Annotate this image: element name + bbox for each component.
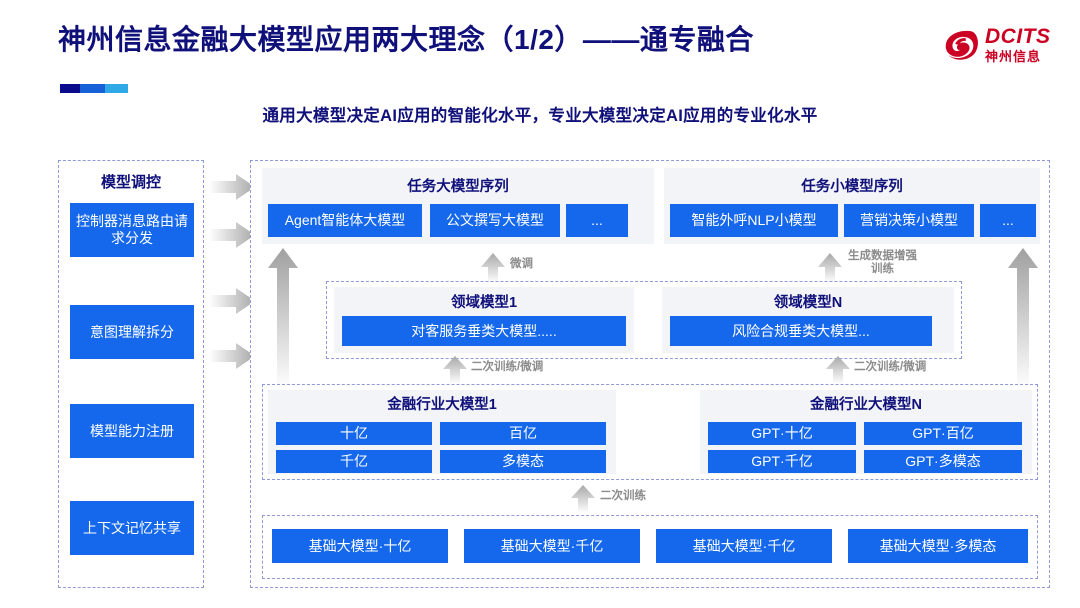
chip-industryn-gpt-hundred-billion[interactable]: GPT·千亿 <box>708 450 856 473</box>
company-logo: DCITS 神州信息 <box>942 20 1066 68</box>
chip-official-doc-model[interactable]: 公文撰写大模型 <box>430 204 560 237</box>
flow-arrow-up-retrain-left <box>443 356 467 384</box>
page-subtitle: 通用大模型决定AI应用的智能化水平，专业大模型决定AI应用的专业化水平 <box>262 107 818 125</box>
flow-arrow-up-data-augment <box>818 253 842 283</box>
chip-industryn-gpt-ten-billion[interactable]: GPT·百亿 <box>864 422 1022 445</box>
flow-arrow-up-tall-left <box>268 248 298 390</box>
chip-industry1-billion[interactable]: 十亿 <box>276 422 432 445</box>
rail-item-context-memory[interactable]: 上下文记忆共享 <box>70 501 194 555</box>
rail-item-capability-register[interactable]: 模型能力注册 <box>70 404 194 458</box>
task-small-model-title: 任务小模型序列 <box>801 179 903 195</box>
logo-text-cn: 神州信息 <box>985 48 1042 64</box>
flow-arrow-up-tall-right <box>1008 248 1038 390</box>
flow-arrow-up-finetune <box>481 253 505 283</box>
dcits-swirl-icon <box>945 30 978 60</box>
chip-foundation-multimodal[interactable]: 基础大模型·多模态 <box>848 529 1028 563</box>
chip-agent-large-model[interactable]: Agent智能体大模型 <box>268 204 422 237</box>
model-control-panel: 模型调控 控制器消息路由请求分发 意图理解拆分 模型能力注册 上下文记忆共享 <box>58 160 204 588</box>
chip-industry1-hundred-billion[interactable]: 千亿 <box>276 450 432 473</box>
label-fine-tune: 微调 <box>510 258 533 270</box>
title-underline-accent <box>60 84 128 93</box>
industry-model-n-title: 金融行业大模型N <box>810 397 922 413</box>
flow-arrow-up-retrain-right <box>826 356 850 384</box>
task-large-model-title: 任务大模型序列 <box>407 179 509 195</box>
domain-model-n-title: 领域模型N <box>773 295 843 311</box>
flow-arrow-right-1 <box>209 174 255 200</box>
flow-arrow-right-2 <box>209 222 255 248</box>
underline-segment-2 <box>80 84 105 93</box>
chip-marketing-decision-model[interactable]: 营销决策小模型 <box>844 204 974 237</box>
industry-model-1-title: 金融行业大模型1 <box>387 397 497 413</box>
chip-outbound-nlp-model[interactable]: 智能外呼NLP小模型 <box>670 204 838 237</box>
chip-foundation-hundred-billion-2[interactable]: 基础大模型·千亿 <box>656 529 832 563</box>
chip-task-large-more[interactable]: ... <box>566 204 628 237</box>
chip-foundation-hundred-billion-1[interactable]: 基础大模型·千亿 <box>464 529 640 563</box>
page-title: 神州信息金融大模型应用两大理念（1/2）——通专融合 <box>58 24 754 55</box>
domain-model-1-title: 领域模型1 <box>450 295 518 311</box>
label-retrain: 二次训练 <box>600 490 646 502</box>
label-data-augmentation-line1: 生成数据增强 <box>848 250 917 262</box>
flow-arrow-right-4 <box>209 343 255 369</box>
chip-foundation-billion[interactable]: 基础大模型·十亿 <box>272 529 448 563</box>
logo-wordmark: DCITS 神州信息 <box>985 26 1051 63</box>
rail-item-router-dispatch[interactable]: 控制器消息路由请求分发 <box>70 203 194 257</box>
chip-industry1-multimodal[interactable]: 多模态 <box>440 450 606 473</box>
label-retrain-finetune-left: 二次训练/微调 <box>471 361 544 373</box>
chip-industry1-ten-billion[interactable]: 百亿 <box>440 422 606 445</box>
chip-customer-service-vertical-model[interactable]: 对客服务垂类大模型..... <box>342 316 626 346</box>
chip-industryn-gpt-billion[interactable]: GPT·十亿 <box>708 422 856 445</box>
chip-industryn-gpt-multimodal[interactable]: GPT·多模态 <box>864 450 1022 473</box>
chip-task-small-more[interactable]: ... <box>980 204 1036 237</box>
model-control-title: 模型调控 <box>100 174 161 191</box>
underline-segment-3 <box>104 84 128 93</box>
underline-segment-1 <box>60 84 81 93</box>
chip-risk-compliance-vertical-model[interactable]: 风险合规垂类大模型... <box>670 316 932 346</box>
logo-text-en: DCITS <box>985 24 1051 48</box>
rail-item-intent-parse[interactable]: 意图理解拆分 <box>70 305 194 359</box>
flow-arrow-up-retrain-center <box>571 485 595 513</box>
label-retrain-finetune-right: 二次训练/微调 <box>854 361 927 373</box>
label-data-augmentation-line2: 训练 <box>871 263 894 276</box>
flow-arrow-right-3 <box>209 288 255 314</box>
